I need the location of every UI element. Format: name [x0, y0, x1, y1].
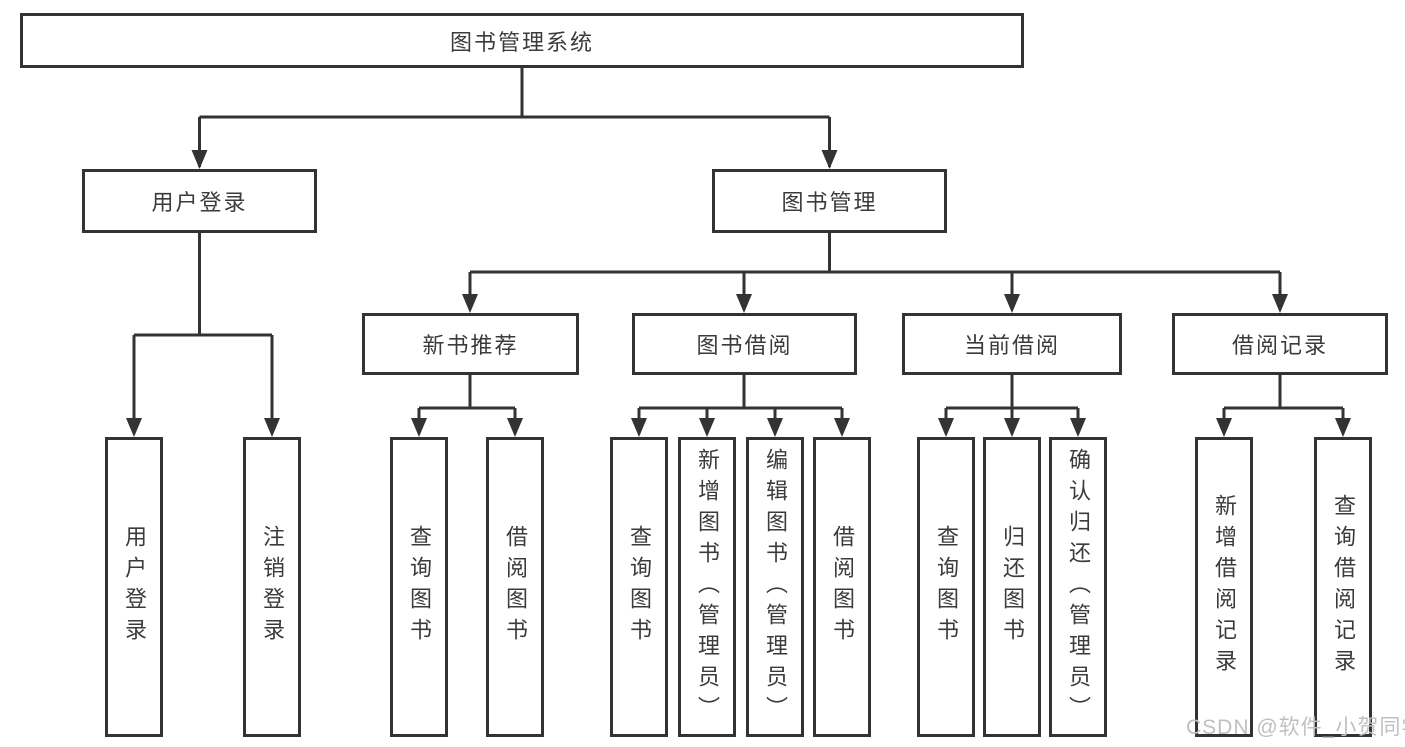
node-recommend-query-books: 查询图书: [390, 437, 448, 737]
node-recommend-borrow-books: 借阅图书: [486, 437, 544, 737]
node-edit-books-admin: 编辑图书（管理员）: [746, 437, 804, 737]
node-current-borrowing: 当前借阅: [902, 313, 1122, 375]
node-query-borrow-record: 查询借阅记录: [1314, 437, 1372, 737]
tree-edges: [132, 68, 1345, 434]
node-book-management-branch: 图书管理: [712, 169, 947, 233]
node-confirm-return-admin: 确认归还（管理员）: [1049, 437, 1107, 737]
node-add-books-admin: 新增图书（管理员）: [678, 437, 736, 737]
node-book-management-system: 图书管理系统: [20, 13, 1024, 68]
node-borrowing-records: 借阅记录: [1172, 313, 1388, 375]
node-book-borrowing: 图书借阅: [632, 313, 857, 375]
node-current-query-books: 查询图书: [917, 437, 975, 737]
node-add-borrow-record: 新增借阅记录: [1195, 437, 1253, 737]
node-borrow-query-books: 查询图书: [610, 437, 668, 737]
node-user-login-leaf: 用户登录: [105, 437, 163, 737]
node-logout-leaf: 注销登录: [243, 437, 301, 737]
node-new-book-recommendation: 新书推荐: [362, 313, 579, 375]
node-user-login-branch: 用户登录: [82, 169, 317, 233]
csdn-watermark: CSDN @软件_小贺同学: [1186, 716, 1405, 739]
node-return-books: 归还图书: [983, 437, 1041, 737]
node-borrow-books-leaf: 借阅图书: [813, 437, 871, 737]
